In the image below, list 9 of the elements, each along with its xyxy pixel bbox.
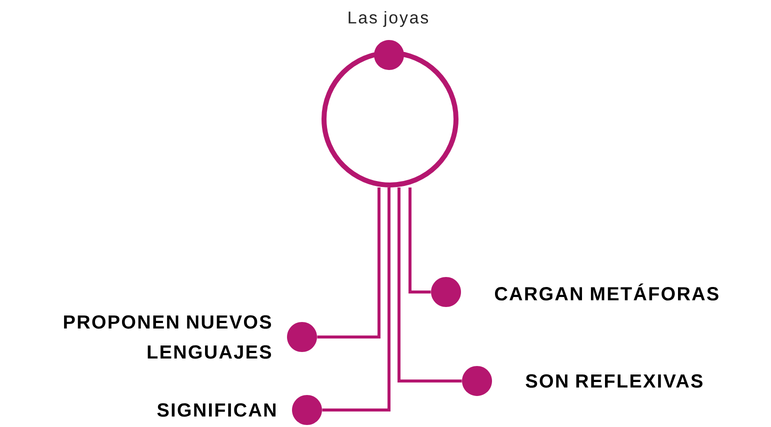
heading: Las joyas	[348, 11, 428, 27]
connector	[398, 188, 462, 382]
item-label: CARGAN METÁFORAS	[495, 283, 718, 300]
connector	[408, 188, 431, 294]
connector	[322, 188, 390, 412]
connector	[317, 188, 380, 338]
item-label: SON REFLEXIVAS	[526, 374, 702, 388]
item-label: PROPONEN NUEVOS LENGUAJES	[64, 315, 272, 359]
item-label: SIGNIFICAN	[157, 403, 276, 417]
